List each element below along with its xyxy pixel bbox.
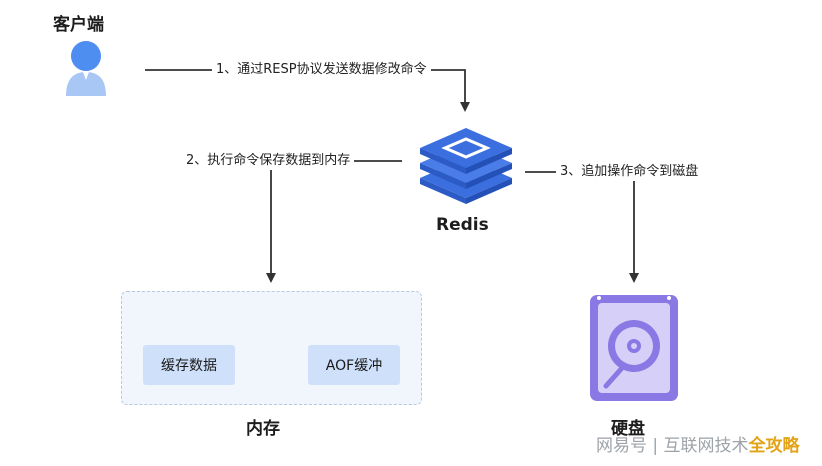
redis-label: Redis [436,215,489,235]
client-user-icon [66,41,106,96]
watermark: 网易号 | 互联网技术全攻略 [596,431,800,456]
edge-label-step2: 2、执行命令保存数据到内存 [182,152,355,170]
edge-redis-to-memory [266,160,402,283]
edge-label-step1: 1、通过RESP协议发送数据修改命令 [212,61,431,79]
disk-label: 硬盘 [611,419,645,439]
watermark-source: 网易号 [596,436,647,456]
watermark-highlight: 全攻略 [748,436,800,456]
edge-label-step3: 3、追加操作命令到磁盘 [556,163,703,181]
edge-redis-to-disk [525,171,639,283]
memory-label: 内存 [246,419,280,439]
aof-buffer-box: AOF缓冲 [308,345,400,385]
watermark-channel: | 互联网技术 [652,436,749,456]
cache-data-box: 缓存数据 [143,345,235,385]
client-label: 客户端 [53,15,104,35]
hard-disk-icon [590,295,678,401]
redis-stack-icon [420,128,512,204]
